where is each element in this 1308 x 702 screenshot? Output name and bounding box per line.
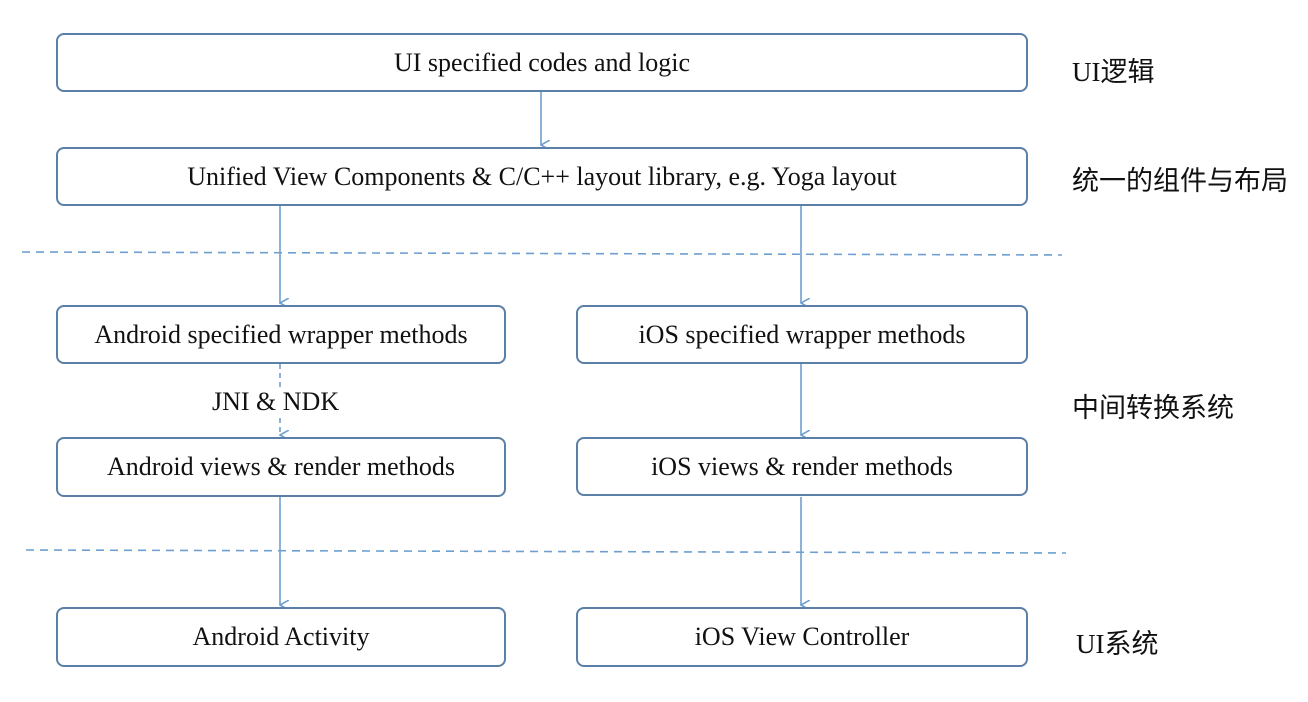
android-views-box: Android views & render methods [56,437,506,497]
side-label-unified: 统一的组件与布局 [1072,166,1288,196]
divider-top [21,251,1063,256]
android-activity-box: Android Activity [56,607,506,667]
ios-wrapper-box: iOS specified wrapper methods [576,305,1028,364]
ui-logic-box: UI specified codes and logic [56,33,1028,92]
ios-views-box: iOS views & render methods [576,437,1028,496]
side-label-ui-system: UI系统 [1076,629,1159,659]
ios-view-controller-box: iOS View Controller [576,607,1028,667]
unified-components-box: Unified View Components & C/C++ layout l… [56,147,1028,206]
side-label-middle: 中间转换系统 [1072,393,1234,423]
side-label-ui-logic: UI逻辑 [1072,57,1155,87]
divider-bottom [25,549,1067,554]
android-wrapper-box: Android specified wrapper methods [56,305,506,364]
jni-ndk-label: JNI & NDK [212,387,340,417]
